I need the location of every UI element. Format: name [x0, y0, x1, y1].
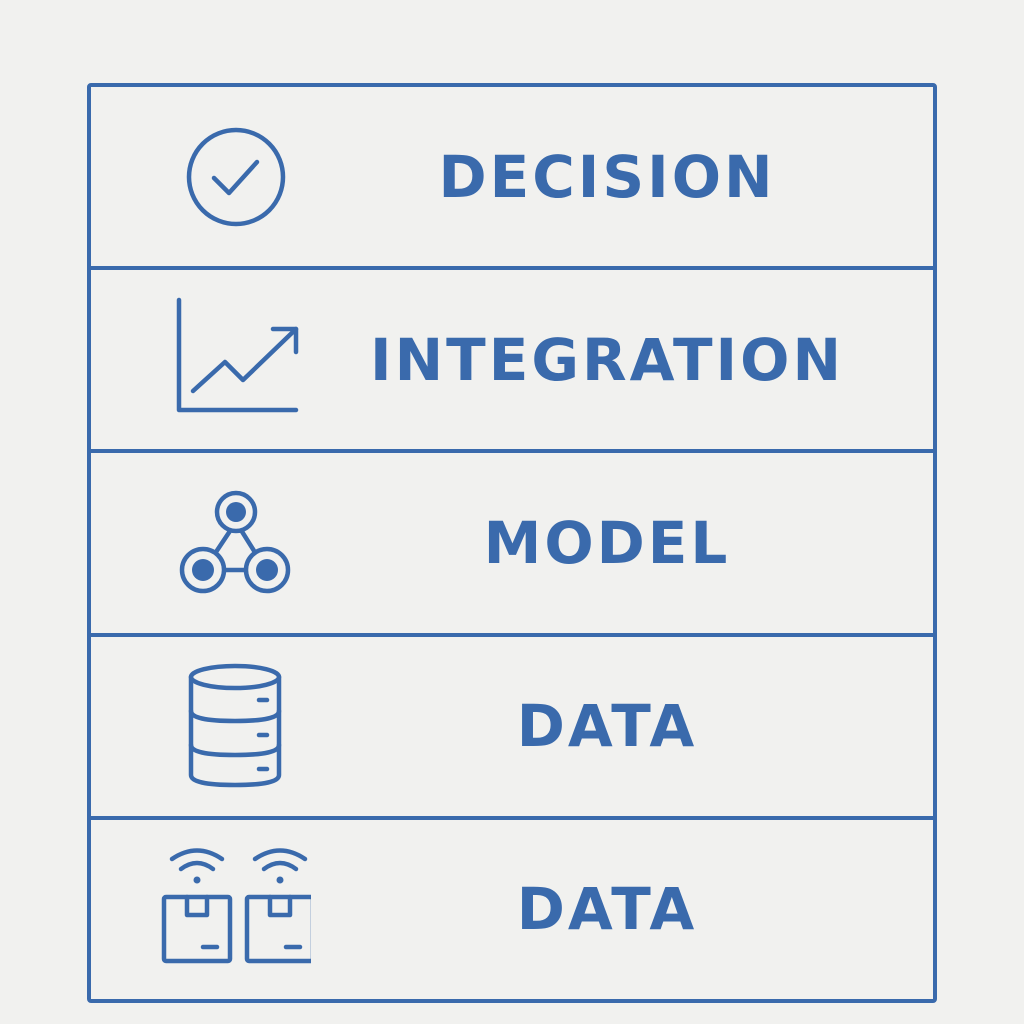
layer-data: DATA	[91, 637, 933, 820]
database-icon	[161, 661, 311, 791]
layer-integration: INTEGRATION	[91, 270, 933, 454]
layer-data-sources: DATA	[91, 820, 933, 999]
layer-label-data: DATA	[516, 692, 698, 761]
check-circle-icon	[161, 112, 311, 242]
layer-stack-diagram: DECISION INTEGRATION M	[87, 83, 937, 1003]
iot-devices-icon	[161, 844, 311, 974]
layer-label-data-sources: DATA	[516, 875, 698, 944]
network-graph-icon	[161, 478, 311, 608]
trend-chart-icon	[161, 295, 311, 425]
layer-label-integration: INTEGRATION	[370, 325, 844, 394]
layer-model: MODEL	[91, 453, 933, 637]
layer-decision: DECISION	[91, 87, 933, 271]
layer-label-decision: DECISION	[438, 142, 776, 211]
layer-label-model: MODEL	[483, 509, 731, 577]
